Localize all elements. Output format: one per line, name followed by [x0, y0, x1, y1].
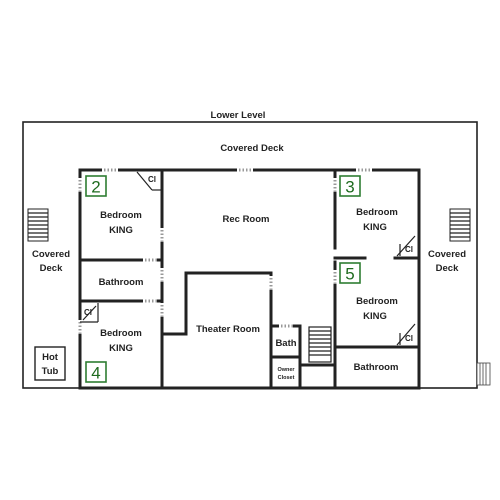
closet-bedroom-2	[136, 171, 162, 191]
closet-5-label: Cl	[405, 334, 413, 343]
covered-deck-left-label-2: Deck	[40, 263, 63, 274]
badge-3-text: 3	[345, 178, 354, 197]
bedroom-4-bed: KING	[109, 343, 133, 354]
stairs-left	[27, 208, 49, 242]
bedroom-2-bed: KING	[109, 225, 133, 236]
badge-2: 2	[85, 175, 107, 197]
hot-tub-label-1: Hot	[42, 352, 59, 363]
bedroom-5-name: Bedroom	[356, 296, 398, 307]
badge-5: 5	[339, 262, 361, 284]
exterior-steps	[476, 362, 491, 386]
bedroom-3-name: Bedroom	[356, 207, 398, 218]
hot-tub	[34, 346, 66, 381]
stairs-right	[449, 208, 471, 242]
closet-bedroom-3	[396, 235, 416, 257]
theater-room-label: Theater Room	[196, 324, 260, 335]
bedroom-3-bed: KING	[363, 222, 387, 233]
badge-4-text: 4	[91, 364, 100, 383]
closet-3-label: Cl	[405, 245, 413, 254]
badge-4: 4	[85, 361, 107, 383]
bedroom-4-name: Bedroom	[100, 328, 142, 339]
bedroom-2-name: Bedroom	[100, 210, 142, 221]
bedroom-5-bed: KING	[363, 311, 387, 322]
windows	[78, 168, 372, 334]
covered-deck-right-label-2: Deck	[436, 263, 459, 274]
stairs-interior	[308, 326, 332, 363]
closet-bedroom-4	[80, 303, 99, 323]
bathroom-left-label: Bathroom	[99, 277, 144, 288]
bathroom-right-label: Bathroom	[354, 362, 399, 373]
plan-title: Lower Level	[211, 110, 266, 121]
closet-2-label: Cl	[148, 175, 156, 184]
rec-room-label: Rec Room	[223, 214, 270, 225]
covered-deck-top-label: Covered Deck	[220, 143, 284, 154]
bath-small-label: Bath	[275, 338, 296, 349]
covered-deck-right-label-1: Covered	[428, 249, 466, 260]
closet-4-label: Cl	[84, 308, 92, 317]
owner-closet-label-1: Owner	[277, 367, 295, 373]
owner-closet-label-2: Closet	[278, 375, 295, 381]
badge-5-text: 5	[345, 265, 354, 284]
hot-tub-label-2: Tub	[42, 366, 59, 377]
badge-3: 3	[339, 175, 361, 197]
closet-bedroom-5	[396, 323, 416, 346]
covered-deck-left-label-1: Covered	[32, 249, 70, 260]
badge-2-text: 2	[91, 178, 100, 197]
